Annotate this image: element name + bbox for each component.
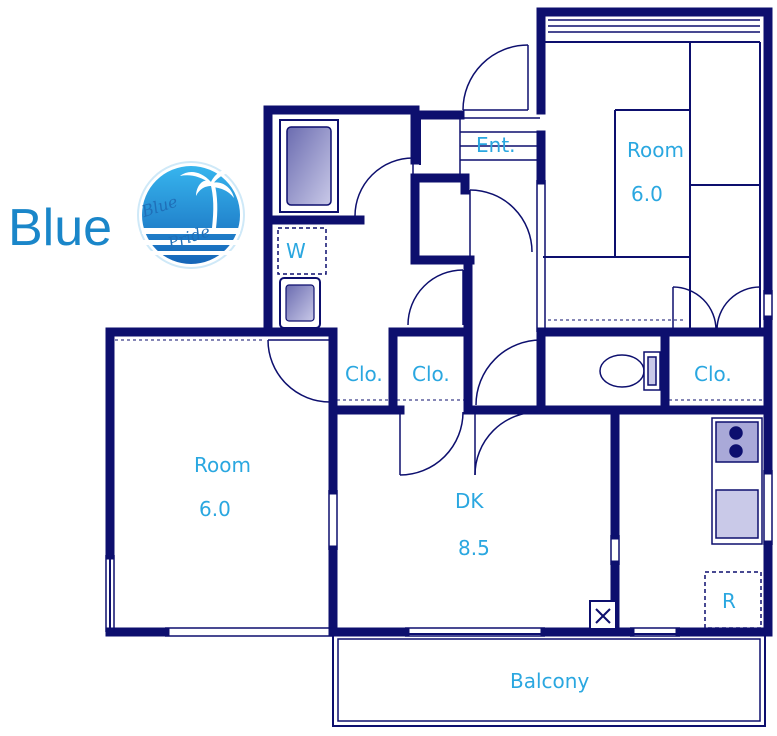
refrigerator-label: R xyxy=(722,589,736,613)
washer-space xyxy=(277,227,327,275)
pipe-shaft-icon xyxy=(589,600,617,630)
closet-rail-lines xyxy=(115,319,764,401)
room-upper-label: Room xyxy=(627,138,684,162)
upper-rail xyxy=(548,19,760,33)
blue-pride-emblem: Blue Pride xyxy=(137,161,245,269)
room-upper-size: 6.0 xyxy=(631,182,663,206)
washbasin xyxy=(279,277,321,329)
room-left-size: 6.0 xyxy=(199,497,231,521)
closet-label-3: Clo. xyxy=(694,362,732,386)
closet-label-1: Clo. xyxy=(345,362,383,386)
palm-tree-icon xyxy=(180,168,240,228)
walls xyxy=(105,7,773,637)
bathtub xyxy=(279,119,339,213)
kitchen-counter xyxy=(711,417,763,545)
refrigerator-space xyxy=(704,571,762,629)
balcony-label: Balcony xyxy=(510,669,589,693)
windows xyxy=(105,109,773,637)
dk-label: DK xyxy=(455,489,484,513)
brand-name: Blue xyxy=(8,199,112,257)
thin-partitions xyxy=(109,41,761,632)
brand-logo: Blue Blue Pride xyxy=(8,161,245,269)
entrance-steps xyxy=(459,117,540,180)
washer-label: W xyxy=(286,239,306,263)
doors xyxy=(267,44,761,476)
room-labels: Room 6.0 Room 6.0 DK 8.5 Ent. W Clo. Clo… xyxy=(194,133,736,693)
closet-label-2: Clo. xyxy=(412,362,450,386)
room-left-label: Room xyxy=(194,453,251,477)
entrance-label: Ent. xyxy=(476,133,516,157)
toilet-fixture xyxy=(599,351,661,391)
dk-size: 8.5 xyxy=(458,536,490,560)
